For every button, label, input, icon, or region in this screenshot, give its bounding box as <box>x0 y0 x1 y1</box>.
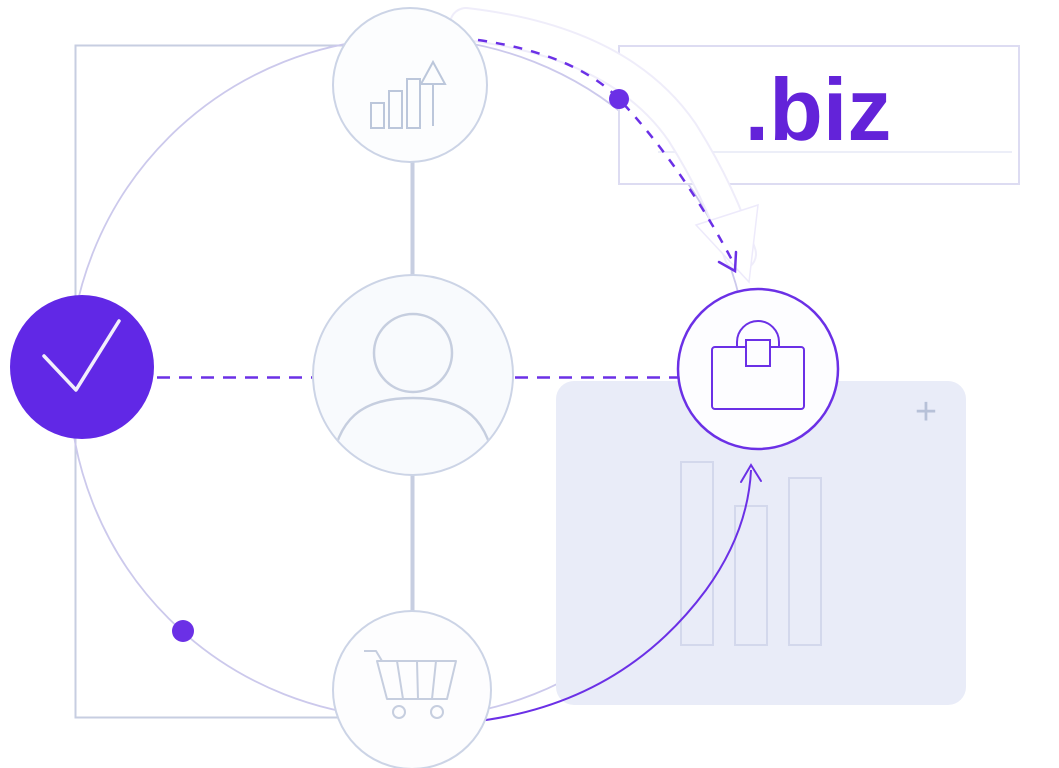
check-circle <box>10 295 154 439</box>
shopping-cart-icon <box>364 650 457 719</box>
arc-dot <box>609 89 629 109</box>
check-circle-fill <box>10 295 154 439</box>
cart-basket-lines <box>396 660 437 700</box>
cart-circle-border <box>332 610 492 768</box>
growth-arrow-head <box>419 59 447 85</box>
briefcase-clasp <box>745 339 771 367</box>
dashed-arc <box>477 38 738 274</box>
domain-label: .biz <box>745 60 892 159</box>
panel-bar-1 <box>680 461 714 646</box>
stats-panel-background <box>556 381 966 705</box>
growth-bar-chart-icon <box>370 59 447 129</box>
growth-bar-3 <box>406 78 421 129</box>
growth-bar-1 <box>370 102 385 129</box>
user-icon <box>328 312 498 474</box>
briefcase-handle <box>736 320 780 347</box>
briefcase-circle <box>676 287 840 451</box>
curved-arrow-bottom-path <box>469 469 752 723</box>
plus-icon: + <box>915 391 937 433</box>
briefcase-circle-border <box>676 287 840 451</box>
dashed-arc-path <box>477 38 735 263</box>
panel-bar-2 <box>734 505 768 646</box>
stats-panel: + <box>556 381 966 705</box>
user-circle-border <box>312 274 514 476</box>
user-head <box>372 312 454 394</box>
curved-arrow-top-band <box>451 9 755 269</box>
panel-bar-chart-icon <box>680 461 822 646</box>
curved-arrow-top-head <box>694 203 759 284</box>
cart-wheel-left <box>392 705 406 719</box>
cart-handle <box>364 650 383 662</box>
growth-bar-2 <box>388 90 403 129</box>
cart-basket <box>376 660 457 700</box>
growth-chart-circle-border <box>332 7 488 163</box>
cart-wheel-right <box>430 705 444 719</box>
growth-chart-circle <box>332 7 488 163</box>
curved-arrow-bottom <box>469 463 762 723</box>
curved-arrow-bottom-head <box>740 463 762 483</box>
checkmark-icon <box>42 319 121 392</box>
cart-circle <box>332 610 492 768</box>
panel-bar-3 <box>788 477 822 646</box>
orbit-dot <box>172 620 194 642</box>
briefcase-icon <box>711 320 805 410</box>
dashed-arc-arrowhead <box>717 250 738 274</box>
user-shoulders <box>328 396 498 474</box>
user-circle <box>312 274 514 476</box>
